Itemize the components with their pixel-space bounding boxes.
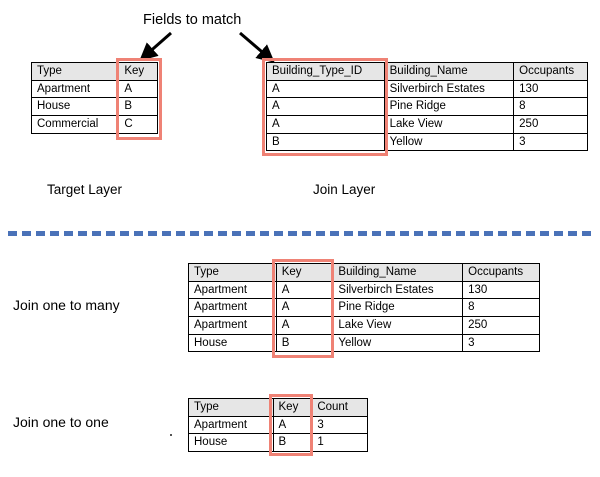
cell-building-name: Silverbirch Estates — [383, 79, 515, 99]
table-row: Apartment A Silverbirch Estates 130 — [188, 280, 540, 300]
cell-key: A — [118, 79, 158, 99]
column-header-occupants: Occupants — [462, 263, 540, 282]
cell-occupants: 3 — [462, 333, 540, 353]
join-layer-table: Building_Type_ID Building_Name Occupants… — [266, 62, 588, 152]
column-header-building-type-id: Building_Type_ID — [266, 62, 385, 81]
cell-type: Apartment — [188, 315, 277, 335]
column-header-type: Type — [188, 398, 274, 417]
join-layer-caption: Join Layer — [313, 182, 376, 197]
cell-building-name: Yellow — [383, 132, 515, 152]
cell-key: A — [275, 280, 334, 300]
table-header-row: Type Key — [30, 62, 158, 81]
target-layer-table: Type Key Apartment A House B Commercial … — [30, 62, 158, 134]
cell-occupants: 8 — [462, 298, 540, 317]
cell-key: C — [118, 114, 158, 134]
join-one-to-many-table: Type Key Building_Name Occupants Apartme… — [188, 263, 540, 353]
cell-key: A — [275, 315, 334, 335]
cell-key: A — [275, 298, 334, 317]
cell-building-name: Lake View — [332, 315, 464, 335]
cell-count: 1 — [311, 433, 368, 452]
table-header-row: Building_Type_ID Building_Name Occupants — [266, 62, 588, 81]
table-row: House B 1 — [188, 433, 368, 452]
cell-building-name: Pine Ridge — [332, 298, 464, 317]
cell-building-type-id: A — [266, 79, 385, 99]
cell-building-name: Yellow — [332, 333, 464, 353]
section-divider — [8, 231, 596, 236]
cell-occupants: 8 — [513, 97, 588, 116]
cell-type: House — [188, 333, 277, 353]
join-one-to-many-label: Join one to many — [13, 297, 120, 313]
table-row: B Yellow 3 — [266, 132, 588, 152]
table-row: A Pine Ridge 8 — [266, 97, 588, 116]
cell-key: B — [118, 97, 158, 116]
cell-occupants: 250 — [462, 315, 540, 335]
cell-key: A — [272, 415, 313, 435]
cell-type: Apartment — [188, 280, 277, 300]
cell-key: B — [275, 333, 334, 353]
column-header-occupants: Occupants — [513, 62, 588, 81]
column-header-type: Type — [30, 62, 120, 81]
table-header-row: Type Key Count — [188, 398, 368, 417]
cell-occupants: 130 — [513, 79, 588, 99]
table-header-row: Type Key Building_Name Occupants — [188, 263, 540, 282]
table-row: A Lake View 250 — [266, 114, 588, 134]
target-layer-caption: Target Layer — [47, 182, 123, 197]
table-row: Apartment A — [30, 79, 158, 99]
cell-occupants: 3 — [513, 132, 588, 152]
cell-occupants: 250 — [513, 114, 588, 134]
column-header-key: Key — [272, 398, 313, 417]
column-header-building-name: Building_Name — [383, 62, 515, 81]
table-row: Commercial C — [30, 114, 158, 134]
cell-count: 3 — [311, 415, 368, 435]
cell-type: Commercial — [30, 114, 120, 134]
table-row: Apartment A Lake View 250 — [188, 315, 540, 335]
cell-building-name: Lake View — [383, 114, 515, 134]
cell-type: House — [30, 97, 120, 116]
table-row: House B — [30, 97, 158, 116]
column-header-type: Type — [188, 263, 277, 282]
join-one-to-one-label: Join one to one — [13, 414, 109, 430]
table-row: A Silverbirch Estates 130 — [266, 79, 588, 99]
join-one-to-one-table: Type Key Count Apartment A 3 House B 1 — [188, 398, 368, 452]
cell-building-name: Pine Ridge — [383, 97, 515, 116]
cell-building-type-id: B — [266, 132, 385, 152]
column-header-count: Count — [311, 398, 368, 417]
stray-dot-mark — [170, 434, 172, 436]
cell-building-type-id: A — [266, 114, 385, 134]
cell-type: Apartment — [30, 79, 120, 99]
table-row: Apartment A Pine Ridge 8 — [188, 298, 540, 317]
table-row: House B Yellow 3 — [188, 333, 540, 353]
arrow-to-target-key-icon — [139, 31, 275, 63]
cell-key: B — [272, 433, 313, 452]
cell-type: House — [188, 433, 274, 452]
fields-to-match-label: Fields to match — [143, 12, 242, 28]
cell-building-name: Silverbirch Estates — [332, 280, 464, 300]
column-header-key: Key — [118, 62, 158, 81]
column-header-building-name: Building_Name — [332, 263, 464, 282]
column-header-key: Key — [275, 263, 334, 282]
table-row: Apartment A 3 — [188, 415, 368, 435]
cell-building-type-id: A — [266, 97, 385, 116]
cell-type: Apartment — [188, 415, 274, 435]
cell-type: Apartment — [188, 298, 277, 317]
cell-occupants: 130 — [462, 280, 540, 300]
